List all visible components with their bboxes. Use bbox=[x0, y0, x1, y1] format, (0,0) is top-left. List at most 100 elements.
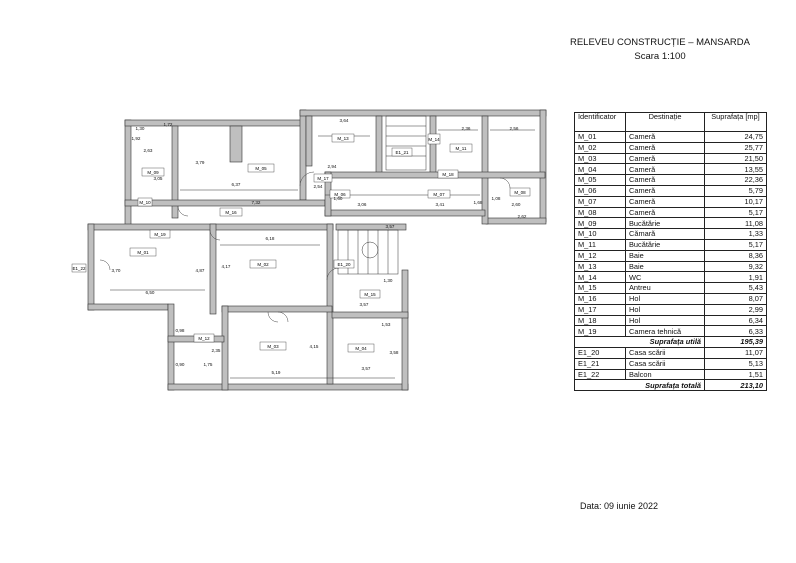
dimension-label: 1,92 bbox=[132, 136, 141, 141]
row-identificator: M_19 bbox=[574, 325, 626, 338]
row-destinatie: Cameră bbox=[625, 163, 705, 176]
door-swing-icons bbox=[99, 171, 511, 323]
dimension-label: 3,57 bbox=[360, 302, 369, 307]
room-label: M_18 bbox=[437, 169, 459, 179]
svg-text:M_13: M_13 bbox=[337, 136, 349, 141]
row-suprafata: 5,17 bbox=[704, 238, 767, 251]
row-suprafata: 10,17 bbox=[704, 195, 767, 208]
room-label: M_09 bbox=[141, 167, 165, 177]
row-identificator: M_18 bbox=[574, 314, 626, 327]
dimension-label: 2,36 bbox=[462, 126, 471, 131]
svg-text:M_06: M_06 bbox=[334, 192, 346, 197]
dimension-label: 3,06 bbox=[358, 202, 367, 207]
svg-text:M_12: M_12 bbox=[198, 336, 210, 341]
svg-text:M_07: M_07 bbox=[433, 192, 445, 197]
row-identificator: M_11 bbox=[574, 238, 626, 251]
row-destinatie: Antreu bbox=[625, 282, 705, 294]
svg-text:M_04: M_04 bbox=[355, 346, 367, 351]
svg-text:M_18: M_18 bbox=[442, 172, 454, 177]
dimension-label: 2,63 bbox=[144, 148, 153, 153]
row-suprafata: 11,07 bbox=[704, 346, 767, 359]
room-label: M_11 bbox=[449, 143, 473, 153]
room-label: M_12 bbox=[193, 333, 215, 343]
dimension-label: 6,18 bbox=[266, 236, 275, 241]
row-destinatie: Hol bbox=[625, 303, 705, 316]
row-suprafata: 5,17 bbox=[704, 206, 767, 219]
row-suprafata: 5,79 bbox=[704, 184, 767, 197]
row-destinatie: Cameră bbox=[625, 174, 705, 186]
svg-text:M_14: M_14 bbox=[428, 137, 440, 142]
room-labels: M_01 M_02 M_03 M_04 M_05 M_06 M_07 M_08 … bbox=[71, 133, 531, 353]
row-identificator: M_05 bbox=[574, 174, 626, 186]
area-table: Identificator Destinație Suprafața [mp] … bbox=[574, 112, 767, 392]
dimension-label: 1,68 bbox=[474, 200, 483, 205]
room-label: M_16 bbox=[219, 207, 243, 217]
dimension-label: 2,56 bbox=[510, 126, 519, 131]
header-suprafata: Suprafața [mp] bbox=[704, 112, 767, 132]
row-destinatie: Cămară bbox=[625, 228, 705, 240]
row-suprafata: 13,55 bbox=[704, 163, 767, 176]
dimension-label: 6,37 bbox=[232, 182, 241, 187]
row-suprafata: 2,99 bbox=[704, 303, 767, 316]
dimension-label: 3,57 bbox=[362, 366, 371, 371]
row-destinatie: Bucătărie bbox=[625, 217, 705, 230]
svg-text:M_16: M_16 bbox=[225, 210, 237, 215]
dimension-label: 2,62 bbox=[518, 214, 527, 219]
room-label: M_14 bbox=[427, 133, 441, 145]
room-label: M_08 bbox=[509, 187, 531, 197]
dimension-label: 5,19 bbox=[272, 370, 281, 375]
row-destinatie: Hol bbox=[625, 314, 705, 327]
dimension-label: 6,50 bbox=[146, 290, 155, 295]
row-destinatie: Baie bbox=[625, 260, 705, 273]
drawing-title: RELEVEU CONSTRUCȚIE – MANSARDA bbox=[569, 37, 750, 48]
svg-text:M_10: M_10 bbox=[139, 200, 151, 205]
room-label: M_03 bbox=[259, 341, 287, 351]
header-destinatie: Destinație bbox=[625, 112, 705, 132]
row-suprafata: 6,34 bbox=[704, 314, 767, 327]
dimension-label: 3,58 bbox=[390, 350, 399, 355]
dimension-lines bbox=[110, 129, 535, 379]
dimension-label: 4,87 bbox=[196, 268, 205, 273]
subtotal-label: Suprafața utilă bbox=[574, 336, 705, 348]
row-suprafata: 1,33 bbox=[704, 228, 767, 240]
row-identificator: M_12 bbox=[574, 249, 626, 262]
svg-text:E1_22: E1_22 bbox=[72, 266, 86, 271]
room-label: M_04 bbox=[347, 343, 375, 353]
row-destinatie: Camera tehnică bbox=[625, 325, 705, 338]
dimension-label: 0,90 bbox=[176, 362, 185, 367]
subtotal-row: Suprafața utilă 195,39 bbox=[574, 336, 767, 348]
dimension-label: 1,30 bbox=[384, 278, 393, 283]
dimension-label: 3,41 bbox=[436, 202, 445, 207]
drawing-scale: Scara 1:100 bbox=[634, 51, 686, 62]
svg-text:E1_20: E1_20 bbox=[337, 262, 351, 267]
svg-text:M_11: M_11 bbox=[456, 146, 467, 151]
dimension-label: 7,32 bbox=[252, 200, 261, 205]
row-destinatie: Bucătărie bbox=[625, 238, 705, 251]
row-identificator: M_08 bbox=[574, 206, 626, 219]
room-label: M_05 bbox=[247, 163, 275, 173]
row-destinatie: WC bbox=[625, 271, 705, 284]
dimension-label: 3,05 bbox=[154, 176, 163, 181]
room-label: M_06 bbox=[329, 189, 351, 199]
row-suprafata: 8,07 bbox=[704, 292, 767, 305]
room-label: M_07 bbox=[427, 189, 451, 199]
row-destinatie: Balcon bbox=[625, 368, 705, 381]
svg-text:M_03: M_03 bbox=[267, 344, 279, 349]
row-suprafata: 21,50 bbox=[704, 152, 767, 165]
row-destinatie: Cameră bbox=[625, 206, 705, 219]
dimension-label: 2,35 bbox=[212, 348, 221, 353]
